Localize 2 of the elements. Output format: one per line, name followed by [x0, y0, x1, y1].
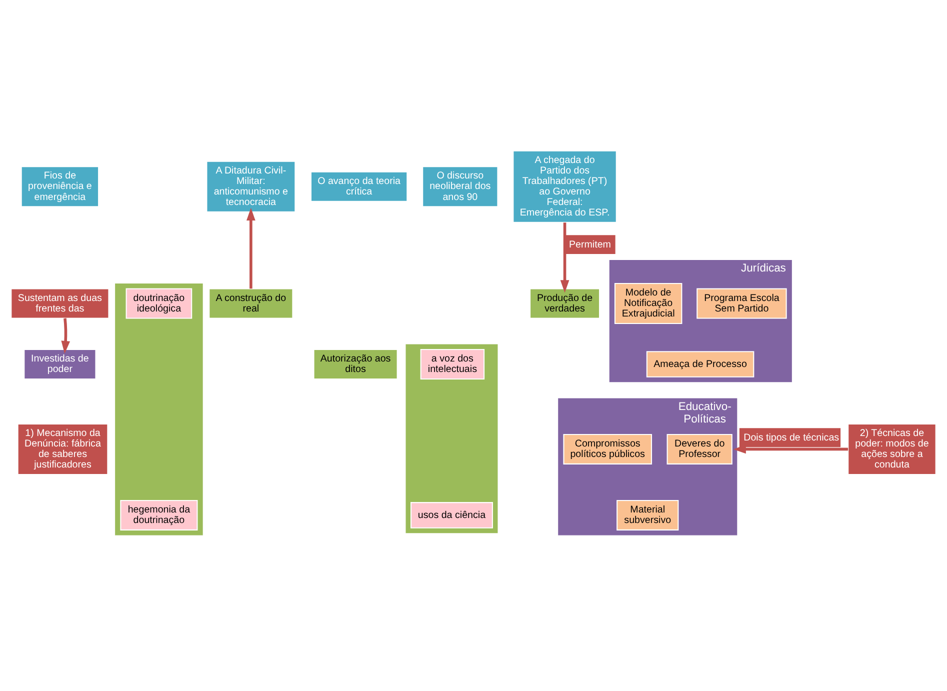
edge-label: Dois tipos de técnicas — [744, 432, 840, 444]
edge-label: Permitem — [568, 238, 611, 250]
